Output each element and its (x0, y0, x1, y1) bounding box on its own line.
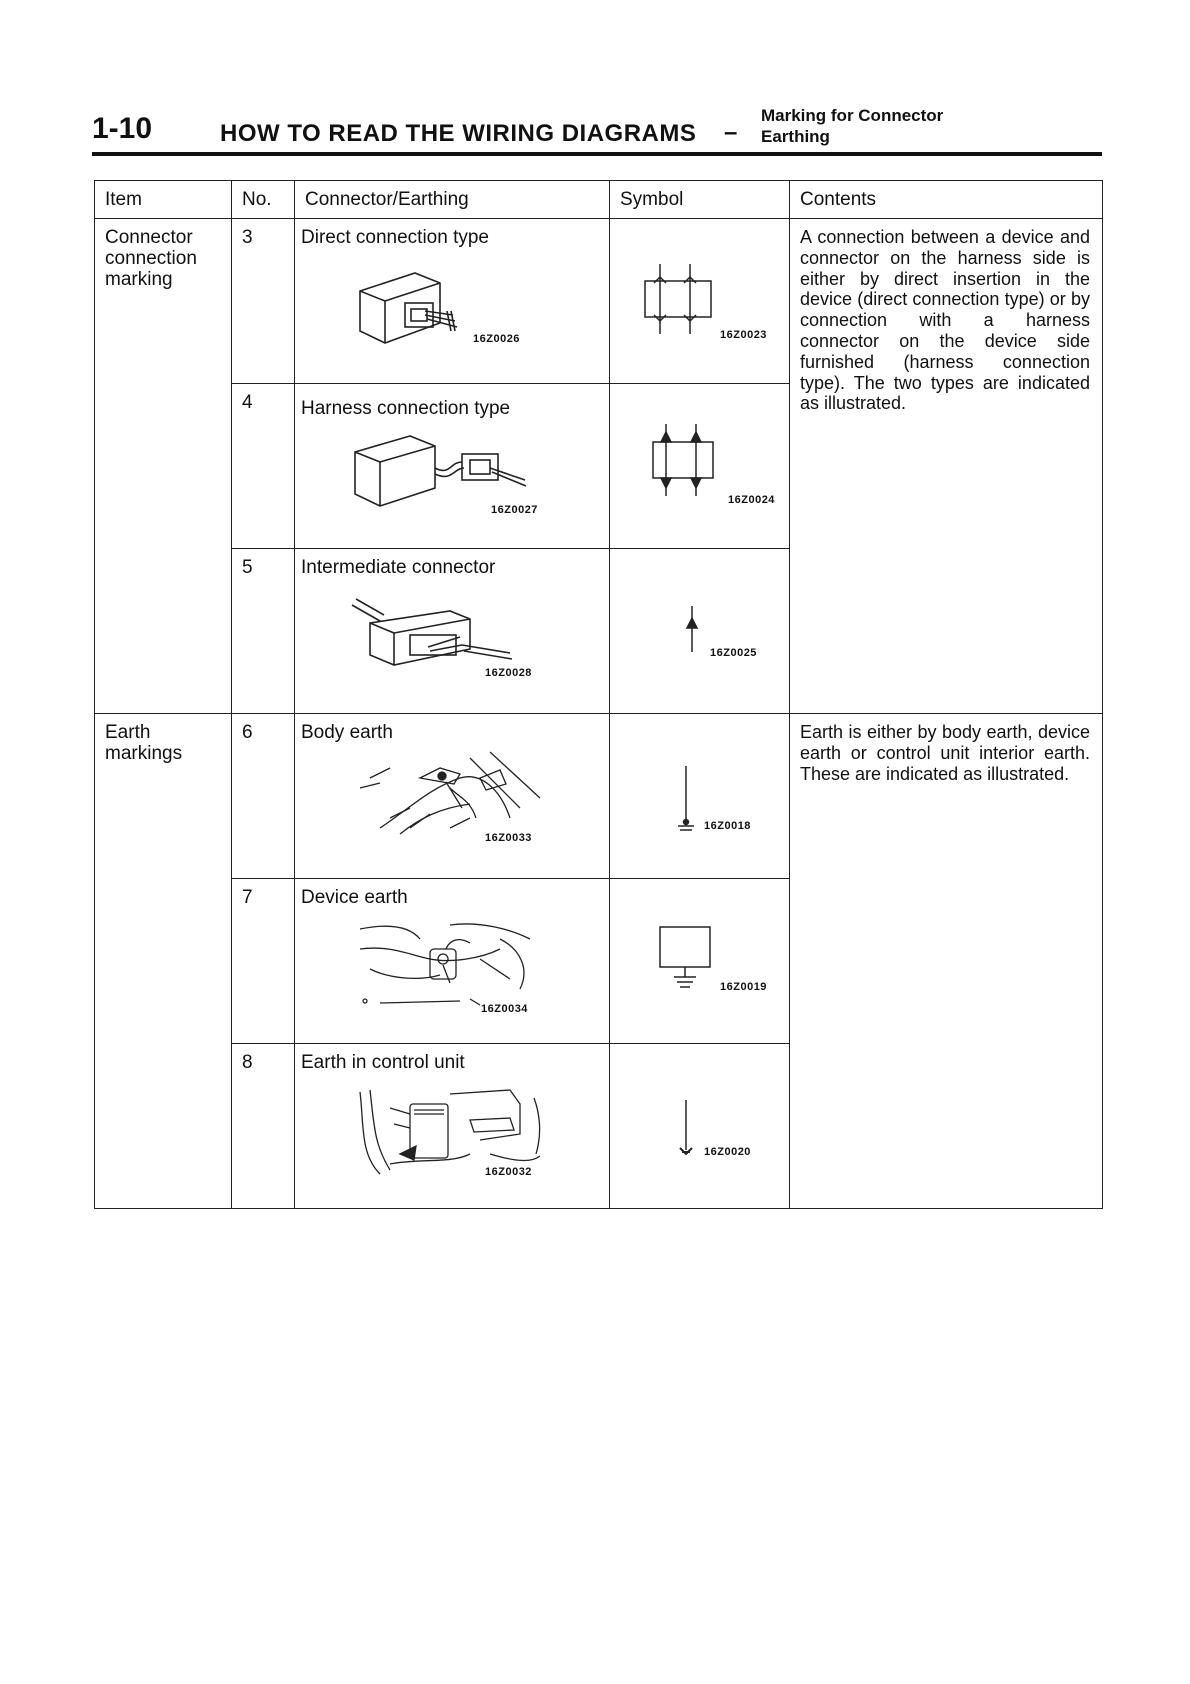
connector-name: Earth in control unit (301, 1052, 465, 1073)
symbol-code: 16Z0020 (704, 1146, 751, 1158)
connector-name: Harness connection type (301, 398, 511, 419)
intermediate-connector-symbol-icon (682, 604, 702, 654)
table-row: 5 Intermediate connector 16Z0028 (95, 548, 1103, 714)
contents-cell-earth: Earth is either by body earth, device ea… (789, 713, 1103, 1209)
device-earth-icon (350, 919, 550, 1009)
harness-connector-icon (350, 432, 540, 512)
figure-code: 16Z0027 (491, 504, 538, 516)
symbol-cell: 16Z0025 (609, 548, 790, 714)
symbol-code: 16Z0024 (728, 494, 775, 506)
control-unit-earth-icon (350, 1084, 550, 1179)
col-header-connector-earthing: Connector/Earthing (294, 180, 610, 219)
figure-code: 16Z0026 (473, 333, 520, 345)
page-title: HOW TO READ THE WIRING DIAGRAMS (220, 120, 697, 147)
connector-cell: Body earth 16Z0033 (294, 713, 610, 879)
table-header-row: Item No. Connector/Earthing Symbol Conte… (94, 180, 1103, 219)
item-cell-connector: Connector connection marking (94, 218, 232, 714)
section-subtitle-line1: Marking for Connector (761, 106, 944, 125)
control-unit-earth-symbol-icon (676, 1098, 696, 1158)
symbol-code: 16Z0023 (720, 329, 767, 341)
section-subtitle-line2: Earthing (761, 127, 830, 146)
item-cell-earth: Earth markings (94, 713, 232, 1209)
header-rule (92, 152, 1102, 156)
connector-cell: Earth in control unit 16Z0032 (294, 1043, 610, 1209)
symbol-cell: 16Z0020 (609, 1043, 790, 1209)
harness-connection-symbol-icon (648, 420, 728, 500)
connector-name: Direct connection type (301, 227, 489, 248)
no-cell: 4 (231, 383, 295, 549)
direct-connection-symbol-icon (640, 259, 720, 339)
device-earth-symbol-icon (658, 925, 718, 995)
contents-cell-connector: A connection between a device and connec… (789, 218, 1103, 714)
symbol-code: 16Z0025 (710, 647, 757, 659)
symbol-cell: 16Z0019 (609, 878, 790, 1044)
connector-cell: Device earth 16Z0034 (294, 878, 610, 1044)
body-earth-symbol-icon (676, 764, 696, 834)
no-cell: 3 (231, 218, 295, 384)
symbol-cell: 16Z0023 (609, 218, 790, 384)
connector-earthing-table: Item No. Connector/Earthing Symbol Conte… (94, 180, 1103, 1209)
connector-name: Intermediate connector (301, 557, 496, 578)
no-cell: 6 (231, 713, 295, 879)
symbol-cell: 16Z0018 (609, 713, 790, 879)
col-header-contents: Contents (789, 180, 1103, 219)
table-row: 8 Earth in control unit (95, 1043, 1103, 1209)
direct-connector-icon (355, 269, 465, 349)
page-number: 1-10 (92, 112, 153, 145)
connector-cell: Intermediate connector 16Z0028 (294, 548, 610, 714)
symbol-code: 16Z0019 (720, 981, 767, 993)
no-cell: 8 (231, 1043, 295, 1209)
title-separator: – (724, 119, 738, 146)
connector-cell: Direct connection type 16Z0026 (294, 218, 610, 384)
no-cell: 5 (231, 548, 295, 714)
symbol-cell: 16Z0024 (609, 383, 790, 549)
no-cell: 7 (231, 878, 295, 1044)
col-header-item: Item (94, 180, 232, 219)
col-header-no: No. (231, 180, 295, 219)
table-row: Connector connection marking 3 Direct co… (94, 218, 1103, 714)
col-header-symbol: Symbol (609, 180, 790, 219)
connector-name: Device earth (301, 887, 408, 908)
figure-code: 16Z0033 (485, 832, 532, 844)
connector-name: Body earth (301, 722, 393, 743)
table-row: 7 Device earth (95, 878, 1103, 1044)
figure-code: 16Z0032 (485, 1166, 532, 1178)
body-earth-icon (350, 748, 550, 838)
figure-code: 16Z0028 (485, 667, 532, 679)
connector-cell: Harness connection type 16Z0027 (294, 383, 610, 549)
table-row: Earth markings 6 Body earth (94, 713, 1103, 1209)
table-row: 4 Harness connection type 16Z0027 (95, 383, 1103, 549)
intermediate-connector-icon (350, 597, 520, 677)
symbol-code: 16Z0018 (704, 820, 751, 832)
figure-code: 16Z0034 (481, 1003, 528, 1015)
